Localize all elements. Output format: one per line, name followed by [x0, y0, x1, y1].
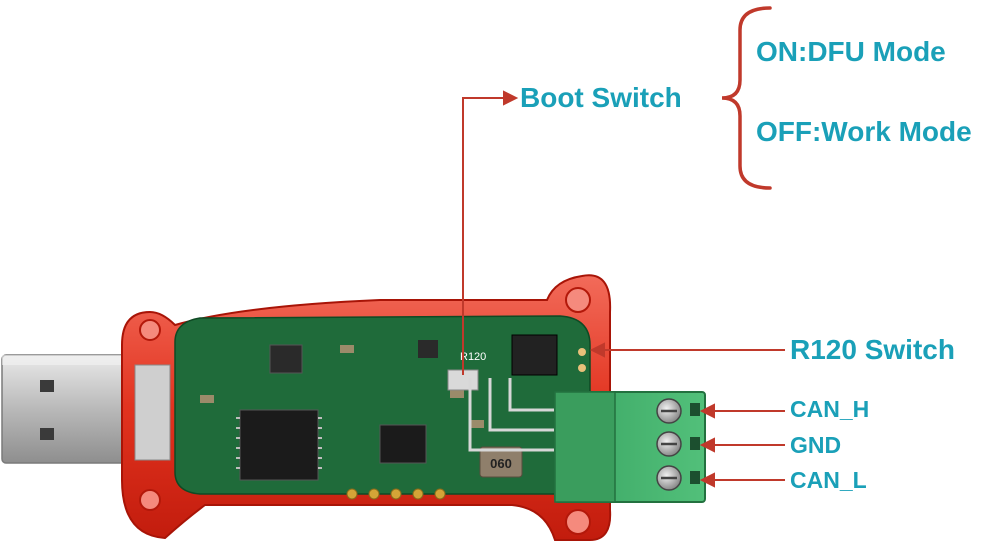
boot-switch-leader: [462, 97, 506, 375]
can-l-label: CAN_L: [790, 467, 867, 493]
work-mode-label: OFF:Work Mode: [756, 116, 972, 147]
pcb-board: 060 R120: [134, 315, 591, 500]
inductor-marking: 060: [490, 456, 512, 471]
mode-brace: [721, 6, 772, 190]
terminal-block: [554, 391, 706, 503]
r120-silkscreen: R120: [460, 351, 486, 363]
r120-switch-component: [511, 334, 558, 376]
r120-switch-label: R120 Switch: [790, 334, 955, 365]
dfu-mode-label: ON:DFU Mode: [756, 36, 946, 67]
gnd-label: GND: [790, 432, 842, 458]
can-h-label: CAN_H: [790, 396, 870, 422]
leader-lines: [462, 90, 785, 488]
usb-connector: [1, 354, 133, 464]
boot-switch-label: Boot Switch: [520, 82, 682, 113]
